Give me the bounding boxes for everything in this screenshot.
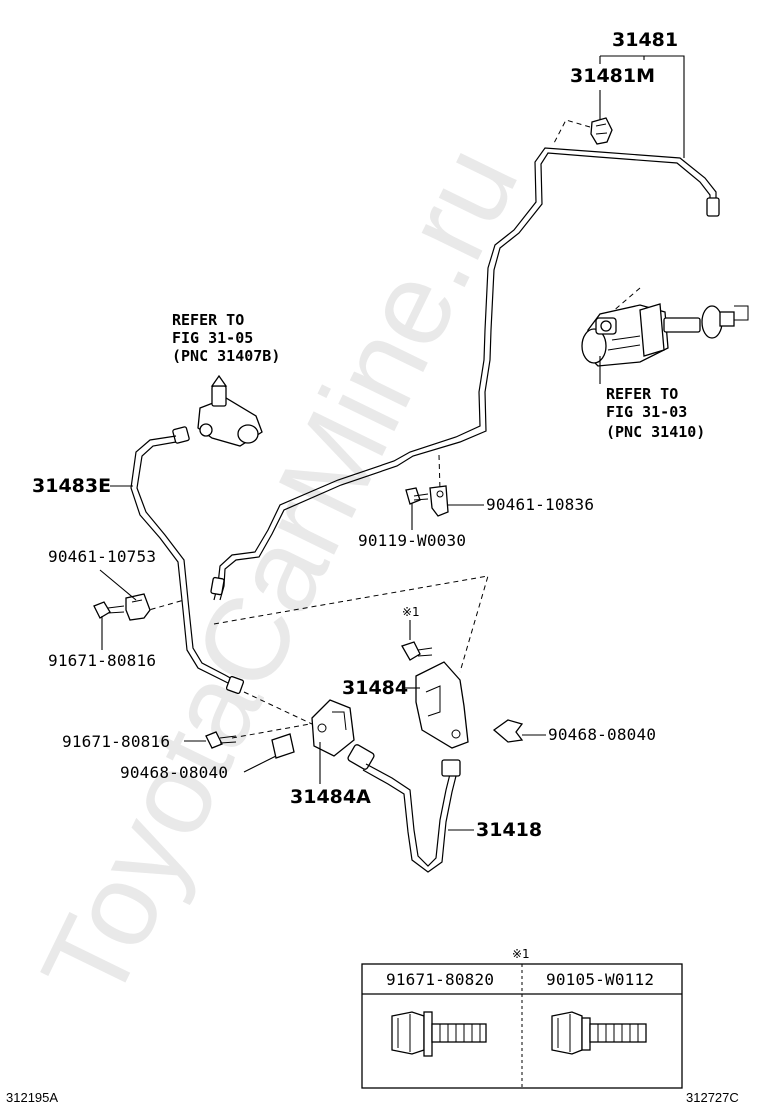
tube-clip-31481M — [590, 117, 613, 145]
table-note-mark: ※1 — [512, 947, 530, 961]
note-mark-bolt: ※1 — [402, 605, 420, 619]
dashed-leader-mc — [611, 287, 641, 313]
tube-31483E — [130, 426, 245, 695]
label-31481M: 31481M — [570, 65, 655, 87]
label-90461-10753: 90461-10753 — [48, 547, 156, 566]
clutch-master-cylinder-icon — [581, 303, 749, 367]
footer-right-code: 312727C — [686, 1090, 739, 1105]
dashed-leader-bracket — [438, 454, 441, 491]
label-90461-10836: 90461-10836 — [486, 495, 594, 514]
bolt-note-1-icon — [401, 641, 433, 661]
tube-end-fitting — [706, 197, 720, 217]
union-fitting-icon — [197, 374, 263, 447]
table-col-2-header: 90105-W0112 — [546, 970, 654, 989]
dashed-leader-bolt — [231, 723, 311, 739]
refer-note-right: REFER TO FIG 31-03 (PNC 31410) — [606, 385, 705, 441]
label-31484A: 31484A — [290, 786, 371, 808]
refer-upper-line-1: REFER TO — [172, 311, 244, 329]
clamp-90461-10753-icon — [125, 593, 151, 621]
clamp-90461-10836-icon — [429, 485, 449, 517]
table-col-1-header: 91671-80820 — [386, 970, 494, 989]
label-31418: 31418 — [476, 819, 542, 841]
label-90468-08040-left: 90468-08040 — [120, 763, 228, 782]
bracket-31484A-icon — [311, 699, 355, 757]
label-90468-08040-right: 90468-08040 — [548, 725, 656, 744]
clip-90468-08040-right-icon — [492, 719, 524, 743]
dashed-leader-clip — [552, 119, 591, 146]
dashed-leader-bracket-outline — [213, 575, 489, 673]
bolt-table: ※1 91671-80820 90105-W0112 — [361, 947, 683, 1089]
dashed-leader-hose — [243, 691, 313, 725]
flexible-hose-31418 — [347, 744, 461, 873]
refer-right-line-3: (PNC 31410) — [606, 423, 705, 441]
label-31484: 31484 — [342, 677, 408, 699]
refer-upper-line-3: (PNC 31407B) — [172, 347, 280, 365]
leader-90461-10753 — [99, 569, 137, 601]
refer-upper-line-2: FIG 31-05 — [172, 329, 253, 347]
leader-90468-08040-left — [243, 755, 277, 773]
bracket-31484-icon — [415, 661, 469, 749]
label-91671-80816-center: 91671-80816 — [62, 732, 170, 751]
bolt-91671-80816-center-icon — [205, 731, 237, 749]
refer-note-upper: REFER TO FIG 31-05 (PNC 31407B) — [172, 311, 280, 365]
footer-left-code: 312195A — [6, 1090, 58, 1105]
tube-lower-fitting — [210, 576, 225, 596]
flange-bolt-icon — [551, 1011, 647, 1055]
flange-bolt-with-washer-icon — [391, 1011, 487, 1057]
bolt-91671-80816-left-icon — [93, 601, 125, 619]
clutch-tube-31481 — [210, 147, 720, 601]
label-90119-W0030: 90119-W0030 — [358, 531, 466, 550]
clip-90468-08040-left-icon — [271, 733, 295, 759]
watermark: ToyotaCarMine.ru — [17, 127, 544, 1022]
dashed-leader-clip-left — [141, 599, 185, 613]
label-31481: 31481 — [612, 29, 678, 51]
label-31483E: 31483E — [32, 475, 111, 497]
leader-31481 — [600, 55, 685, 158]
bolt-90119-W0030-icon — [405, 487, 429, 505]
refer-right-line-2: FIG 31-03 — [606, 403, 687, 421]
label-91671-80816-left: 91671-80816 — [48, 651, 156, 670]
refer-right-line-1: REFER TO — [606, 385, 678, 403]
